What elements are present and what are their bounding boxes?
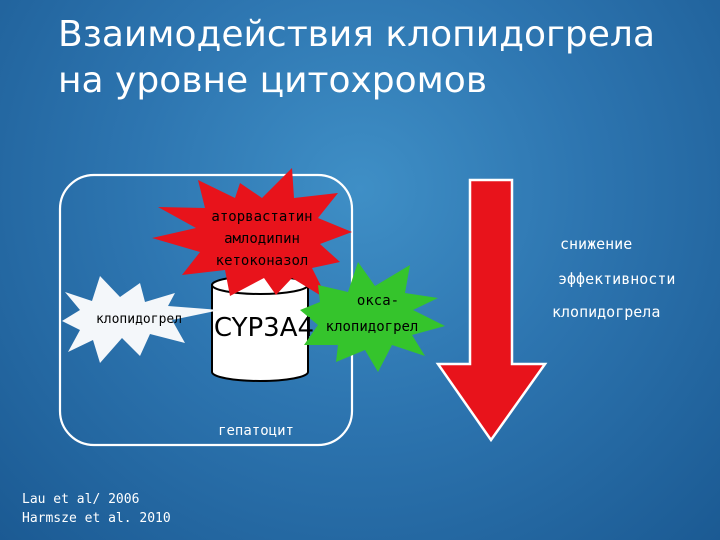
slide-title: Взаимодействия клопидогрела на уровне ци…: [58, 12, 708, 104]
inhibitor-3-label: кетоконазол: [216, 253, 309, 269]
inhibitors-red-burst: [152, 168, 352, 300]
metabolite-label-line-1: окса-: [357, 293, 399, 309]
effect-line-1: снижение: [560, 235, 633, 253]
inhibitor-2-label: амлодипин: [224, 231, 300, 247]
enzyme-label: CYP3A4: [214, 313, 314, 343]
substrate-burst: [62, 276, 220, 363]
reference-2: Harmsze et al. 2010: [22, 511, 171, 526]
down-arrow-icon: [435, 178, 548, 443]
substrate-label: клопидогрел: [96, 312, 182, 327]
metabolite-green-burst: [300, 262, 445, 372]
reference-1: Lau et al/ 2006: [22, 492, 140, 507]
hepatocyte-label: гепатоцит: [218, 423, 294, 439]
references: Lau et al/ 2006 Harmsze et al. 2010: [22, 490, 171, 528]
inhibitor-1-label: аторвастатин: [211, 209, 312, 225]
title-line-2: на уровне цитохромов: [58, 60, 488, 101]
title-line-1: Взаимодействия клопидогрела: [58, 14, 656, 55]
effect-line-3: клопидогрела: [552, 303, 661, 321]
metabolite-label-line-2: клопидогрел: [326, 319, 419, 335]
effect-line-2: эффективности: [558, 270, 676, 288]
